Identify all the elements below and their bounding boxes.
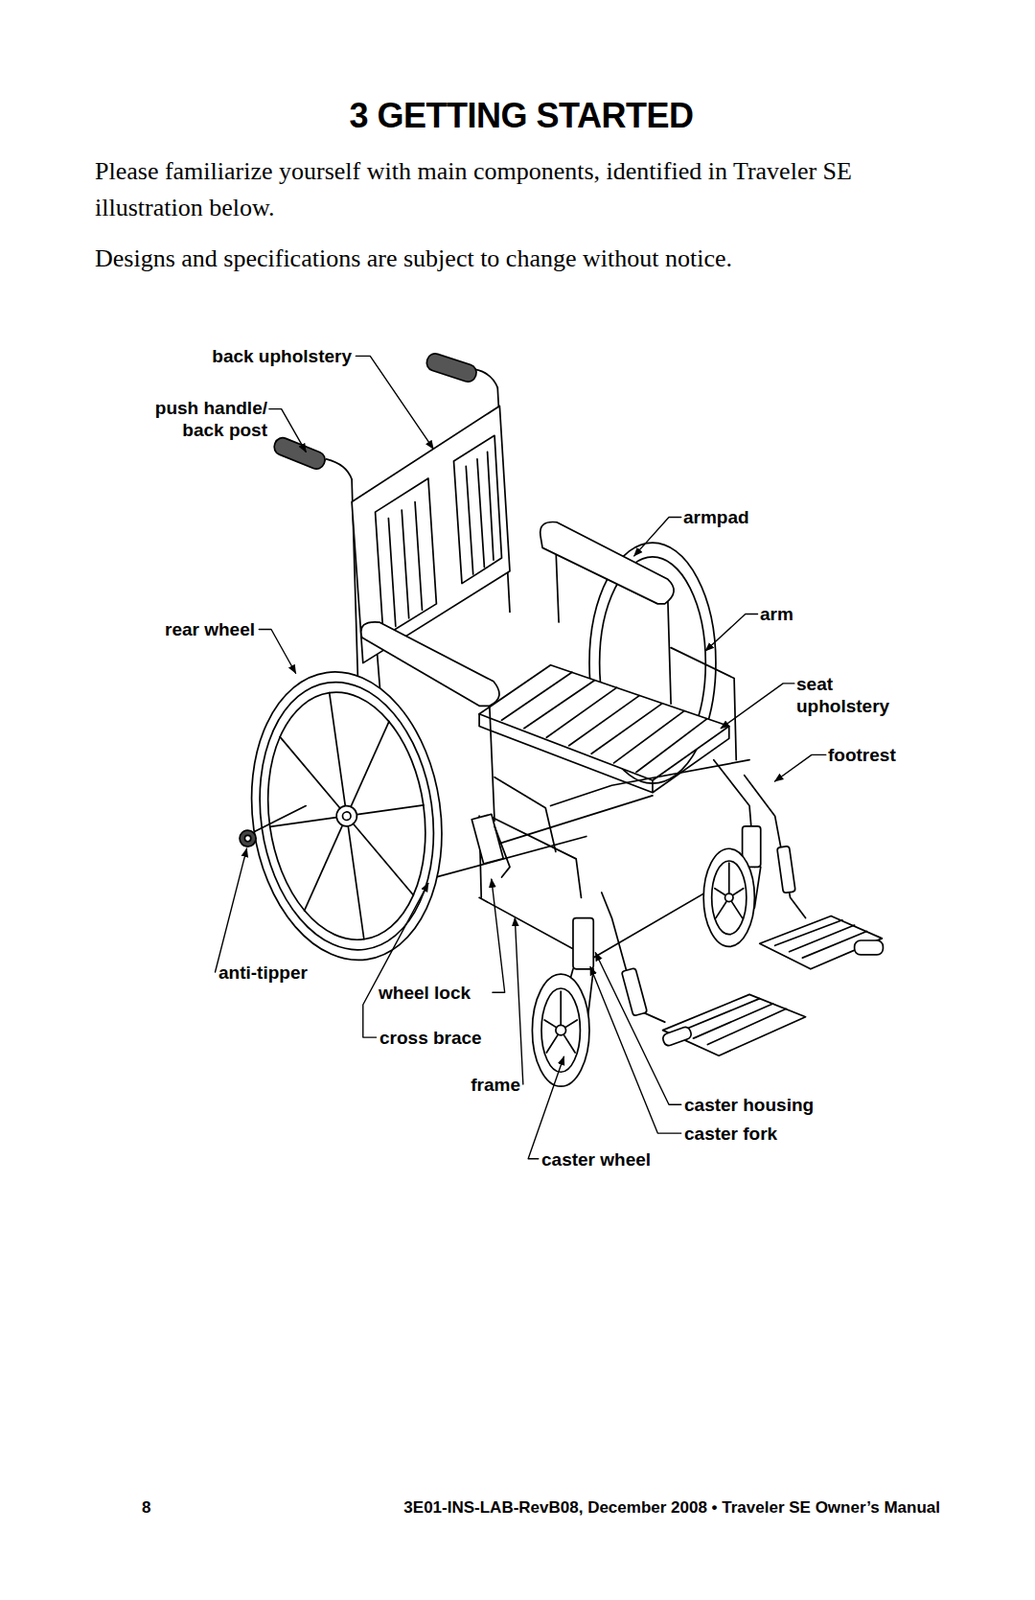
illustration-stroke [474,368,498,388]
illustration-stroke [243,670,451,962]
part-label: caster wheel [541,1148,651,1171]
illustration-stroke [777,845,796,893]
illustration-stroke [541,988,580,1072]
illustration-stroke [465,451,494,575]
part-label: wheel lock [378,981,471,1004]
illustration-stroke [573,918,594,969]
page-number: 8 [141,1496,151,1518]
part-label: seat upholstery [796,672,921,717]
illustration-stroke [215,848,248,972]
far-caster [703,826,761,947]
illustration-stroke [705,614,758,651]
part-label: caster fork [684,1122,778,1145]
illustration-stroke [661,1025,692,1047]
illustration-stroke [601,892,666,1022]
part-label: rear wheel [164,618,255,641]
footrests [601,775,884,1057]
illustration-stroke [590,966,682,1133]
footer-text: 3E01-INS-LAB-RevB08, December 2008 • Tra… [403,1496,941,1518]
illustration-stroke [555,1024,567,1035]
illustration-stroke [703,848,755,946]
illustration-stroke [595,952,681,1105]
illustration-stroke [744,775,806,919]
illustration-stroke [375,478,437,637]
illustration-stroke [233,659,460,972]
illustration-stroke [678,998,787,1045]
illustration-stroke [528,1056,564,1158]
intro-text: Please familiarize yourself with main co… [94,153,958,227]
illustration-stroke [325,459,352,480]
illustration-stroke [491,878,506,992]
illustration-stroke [544,990,577,1053]
illustration-stroke [342,810,352,821]
wheel-lock [471,813,510,877]
illustration-stroke [514,918,524,1084]
wheelchair [215,351,884,1159]
illustration-stroke [479,665,730,781]
back-posts [272,351,510,714]
illustration-stroke [335,804,359,828]
illustration-stroke [712,860,747,935]
part-label: back upholstery [211,345,352,368]
illustration-stroke [634,516,682,555]
illustration-stroke [663,993,806,1056]
illustration-stroke [621,967,648,1016]
illustration-stroke [355,355,434,449]
illustration-stroke [854,940,884,955]
illustration-stroke [725,893,735,902]
illustration-stroke [479,713,730,793]
illustration-stroke [453,435,502,583]
illustration-stroke [531,973,590,1086]
illustration-stroke [714,862,744,918]
illustration-stroke [244,834,251,841]
illustration-stroke [494,826,510,877]
illustration-stroke [269,409,306,453]
near-rear-wheel [233,659,460,972]
illustration-stroke [775,754,827,782]
anti-tipper [239,805,306,848]
part-label: armpad [683,506,750,529]
illustration-stroke [254,805,306,832]
illustration-stroke [363,882,429,1037]
part-label: footrest [828,743,897,766]
illustration-stroke [239,829,256,847]
illustration-stroke [720,683,795,729]
part-label: arm [759,602,794,625]
illustration-stroke [424,351,479,385]
leader-lines [215,355,827,1158]
notice-text: Designs and specifications are subject t… [94,240,958,277]
part-label: push handle/ back post [133,396,268,441]
part-label: anti-tipper [218,961,308,984]
illustration-stroke [501,671,707,772]
illustration-stroke [388,501,422,626]
illustration-stroke [253,681,441,950]
section-title: 3 GETTING STARTED [3,95,1035,137]
part-label: cross brace [379,1026,483,1049]
illustration-stroke [775,920,868,958]
seat-upholstery [479,665,730,793]
part-label: frame [470,1073,521,1096]
illustration-stroke [253,681,441,950]
illustration-stroke [258,628,296,673]
part-label: caster housing [684,1093,814,1116]
